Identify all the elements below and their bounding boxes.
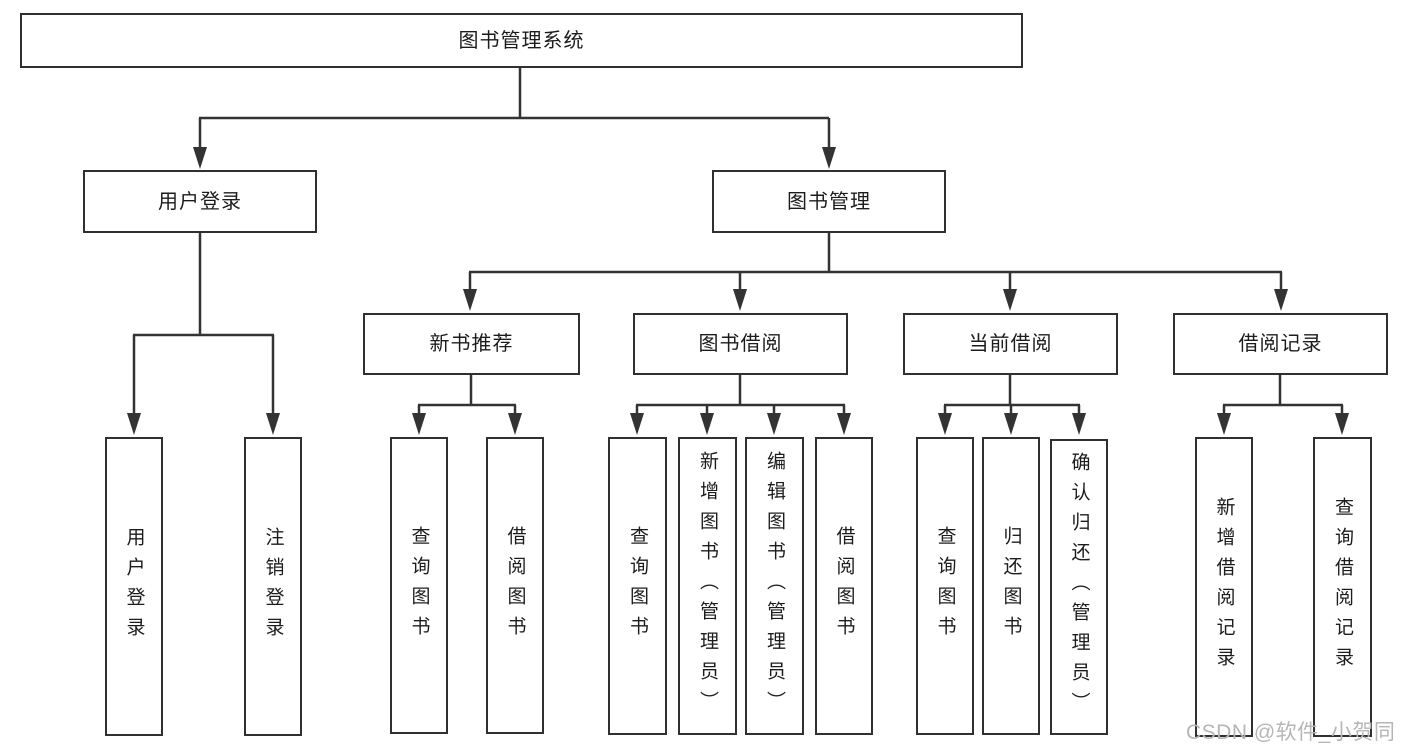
leaf-logout-label: 注销登录 — [262, 526, 284, 647]
node-borrow-records-label: 借阅记录 — [1238, 333, 1323, 355]
leaf-return-books-label: 归还图书 — [1000, 526, 1022, 646]
leaf-add-borrow-record: 新增借阅记录 — [1195, 437, 1253, 737]
leaf-query-books-1: 查询图书 — [390, 437, 448, 734]
leaf-edit-books-admin: 编辑图书（管理员） — [745, 437, 804, 735]
leaf-logout: 注销登录 — [244, 437, 302, 736]
leaf-query-borrow-record: 查询借阅记录 — [1313, 437, 1372, 737]
leaf-add-books-admin: 新增图书（管理员） — [678, 437, 737, 735]
node-book-management-label: 图书管理 — [787, 190, 871, 213]
leaf-query-books-2: 查询图书 — [608, 437, 667, 735]
leaf-query-books-1-label: 查询图书 — [408, 525, 430, 646]
node-book-borrow-label: 图书借阅 — [698, 333, 783, 355]
leaf-user-login: 用户登录 — [105, 437, 163, 736]
leaf-edit-books-admin-label: 编辑图书（管理员） — [764, 451, 785, 721]
leaf-query-books-3-label: 查询图书 — [934, 526, 956, 646]
node-borrow-records: 借阅记录 — [1173, 313, 1388, 375]
leaf-query-borrow-record-label: 查询借阅记录 — [1332, 497, 1353, 677]
leaf-confirm-return-admin: 确认归还（管理员） — [1050, 439, 1108, 735]
leaf-borrow-books-1: 借阅图书 — [486, 437, 544, 734]
node-user-login: 用户登录 — [83, 170, 317, 233]
leaf-user-login-label: 用户登录 — [123, 526, 145, 647]
node-current-borrow: 当前借阅 — [903, 313, 1118, 375]
leaf-query-books-3: 查询图书 — [916, 437, 974, 735]
node-new-book-recommend: 新书推荐 — [363, 313, 580, 375]
node-current-borrow-label: 当前借阅 — [968, 333, 1053, 355]
leaf-borrow-books-2-label: 借阅图书 — [833, 526, 855, 646]
node-book-borrow: 图书借阅 — [633, 313, 848, 375]
node-root-label: 图书管理系统 — [458, 29, 585, 52]
leaf-return-books: 归还图书 — [982, 437, 1040, 735]
node-book-management: 图书管理 — [712, 170, 946, 233]
node-root: 图书管理系统 — [20, 13, 1023, 68]
leaf-borrow-books-1-label: 借阅图书 — [504, 525, 526, 646]
csdn-watermark: CSDN @软件_小贺同学 — [1186, 721, 1396, 744]
leaf-query-books-2-label: 查询图书 — [627, 526, 648, 646]
leaf-borrow-books-2: 借阅图书 — [815, 437, 873, 735]
node-new-book-recommend-label: 新书推荐 — [429, 333, 514, 355]
node-user-login-label: 用户登录 — [158, 190, 242, 213]
leaf-add-borrow-record-label: 新增借阅记录 — [1213, 497, 1235, 677]
leaf-add-books-admin-label: 新增图书（管理员） — [697, 451, 718, 721]
leaf-confirm-return-admin-label: 确认归还（管理员） — [1068, 452, 1090, 722]
